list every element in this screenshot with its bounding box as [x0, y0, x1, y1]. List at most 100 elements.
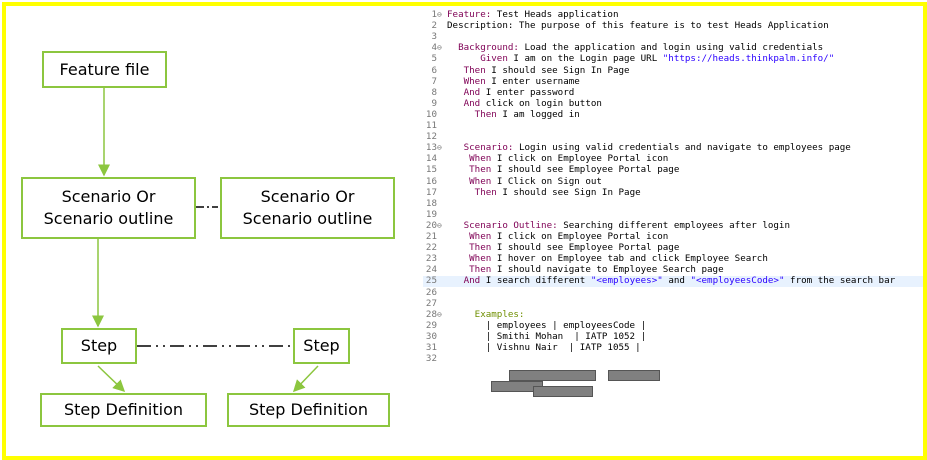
code-text: I should see Employee Portal page: [491, 164, 680, 176]
line-number: 28: [425, 308, 437, 320]
code-text: Test Heads application: [491, 9, 619, 20]
feature-file-label: Feature file: [59, 59, 150, 79]
code-indent: [447, 42, 458, 53]
code-line[interactable]: 28⊖ Examples:: [423, 308, 923, 321]
code-line[interactable]: 3: [423, 32, 923, 43]
fold-toggle-icon[interactable]: ⊖: [437, 220, 442, 230]
code-line[interactable]: 30 | Smithi Mohan | IATP 1052 |: [423, 330, 923, 343]
code-indent: [447, 275, 464, 286]
code-line[interactable]: 32: [423, 354, 923, 365]
code-line[interactable]: 8 And I enter password: [423, 86, 923, 99]
string-literal: "https://heads.thinkpalm.info/": [662, 53, 835, 65]
scenario-box-right: Scenario Or Scenario outline: [220, 177, 395, 239]
line-number: 8: [431, 86, 437, 98]
code-line[interactable]: 26: [423, 287, 923, 299]
code-line[interactable]: 22 Then I should see Employee Portal pag…: [423, 242, 923, 254]
code-line[interactable]: 14 When I click on Employee Portal icon: [423, 154, 923, 165]
gherkin-keyword: And: [463, 86, 481, 98]
code-line[interactable]: 27: [423, 297, 923, 310]
fold-toggle-icon[interactable]: ⊖: [437, 10, 442, 19]
redaction-mark: [509, 370, 596, 381]
code-text: I hover on Employee tab and click Employ…: [491, 253, 768, 265]
code-line[interactable]: 20⊖ Scenario Outline: Searching differen…: [423, 219, 923, 232]
code-text: | Smithi Mohan | IATP 1052 |: [485, 330, 647, 342]
code-text: I click on Employee Portal icon: [491, 153, 669, 165]
scenario-right-label: Scenario Or Scenario outline: [242, 187, 373, 228]
code-line[interactable]: 17 Then I should see Sign In Page: [423, 186, 923, 199]
code-line[interactable]: 25 And I search different "<employees>" …: [423, 276, 923, 287]
line-number: 32: [425, 353, 437, 365]
line-number: 21: [425, 231, 437, 242]
fold-toggle-icon[interactable]: ⊖: [437, 143, 442, 153]
line-number: 12: [425, 131, 437, 143]
code-text: I should see Sign In Page: [496, 186, 641, 198]
code-line[interactable]: 13⊖ Scenario: Login using valid credenti…: [423, 142, 923, 154]
code-text: I am logged in: [496, 108, 580, 120]
line-number: 19: [425, 208, 437, 220]
code-indent: [447, 98, 464, 109]
code-indent: [447, 53, 480, 64]
code-indent: [447, 242, 469, 253]
code-line[interactable]: 7 When I enter username: [423, 75, 923, 88]
gherkin-keyword: Scenario Outline:: [463, 219, 558, 231]
gherkin-keyword: Background:: [458, 42, 519, 54]
line-number: 24: [425, 264, 437, 276]
code-line[interactable]: 6 Then I should see Sign In Page: [423, 64, 923, 77]
code-indent: [447, 164, 469, 175]
code-indent: [447, 309, 475, 320]
gherkin-keyword: Feature:: [447, 9, 492, 20]
feature-file-box: Feature file: [42, 51, 167, 88]
code-line[interactable]: 11: [423, 120, 923, 132]
code-line[interactable]: 10 Then I am logged in: [423, 108, 923, 121]
code-line[interactable]: 19: [423, 208, 923, 221]
step-right-label: Step: [303, 336, 340, 355]
gherkin-keyword: When: [469, 175, 492, 187]
line-number: 27: [425, 297, 437, 309]
code-line[interactable]: 16 When I Click on Sign out: [423, 175, 923, 188]
line-number: 6: [431, 64, 437, 76]
code-line[interactable]: 31 | Vishnu Nair | IATP 1055 |: [423, 342, 923, 354]
code-text: I enter username: [485, 75, 580, 87]
code-text: Searching different employees after logi…: [557, 219, 790, 231]
code-text: I should see Sign In Page: [485, 64, 630, 76]
code-line[interactable]: 1⊖ Feature: Test Heads application: [423, 9, 923, 21]
gherkin-keyword: When: [469, 253, 492, 265]
code-text: | employees | employeesCode |: [485, 319, 647, 331]
gherkin-keyword: And: [463, 275, 481, 287]
line-number: 5: [431, 53, 437, 65]
gherkin-keyword: And: [463, 97, 481, 109]
code-text: I search different: [480, 275, 591, 287]
code-text: Load the application and login using val…: [518, 42, 824, 54]
line-number: 11: [425, 120, 437, 131]
step-left-label: Step: [80, 336, 118, 355]
fold-toggle-icon[interactable]: ⊖: [437, 309, 442, 319]
code-line[interactable]: 18: [423, 198, 923, 210]
stepdef-right-label: Step Definition: [249, 400, 368, 419]
code-text: Login using valid credentials and naviga…: [513, 142, 851, 154]
line-number: 14: [425, 153, 437, 165]
code-line[interactable]: 24 Then I should navigate to Employee Se…: [423, 265, 923, 276]
fold-toggle-icon[interactable]: ⊖: [437, 43, 442, 53]
code-line[interactable]: 23 When I hover on Employee tab and clic…: [423, 253, 923, 265]
code-line[interactable]: 15 Then I should see Employee Portal pag…: [423, 165, 923, 176]
code-line[interactable]: 4⊖ Background: Load the application and …: [423, 43, 923, 54]
gherkin-keyword: Then: [474, 108, 497, 120]
code-text: Description: The purpose of this feature…: [447, 20, 829, 32]
code-indent: [447, 187, 475, 198]
code-text: I Click on Sign out: [491, 175, 602, 187]
code-line[interactable]: 5 Given I am on the Login page URL "http…: [423, 54, 923, 65]
gherkin-keyword: Scenario:: [463, 142, 514, 154]
code-line[interactable]: 21 When I click on Employee Portal icon: [423, 231, 923, 243]
code-indent: [447, 320, 486, 331]
line-number: 1: [431, 9, 437, 20]
code-text: I click on Employee Portal icon: [491, 231, 669, 242]
line-number: 7: [431, 75, 437, 87]
code-line[interactable]: 12: [423, 132, 923, 143]
code-indent: [447, 153, 469, 164]
code-line[interactable]: 9 And click on login button: [423, 97, 923, 110]
code-line[interactable]: 29 | employees | employeesCode |: [423, 319, 923, 332]
line-number: 22: [425, 242, 437, 254]
line-number: 4: [431, 42, 437, 54]
